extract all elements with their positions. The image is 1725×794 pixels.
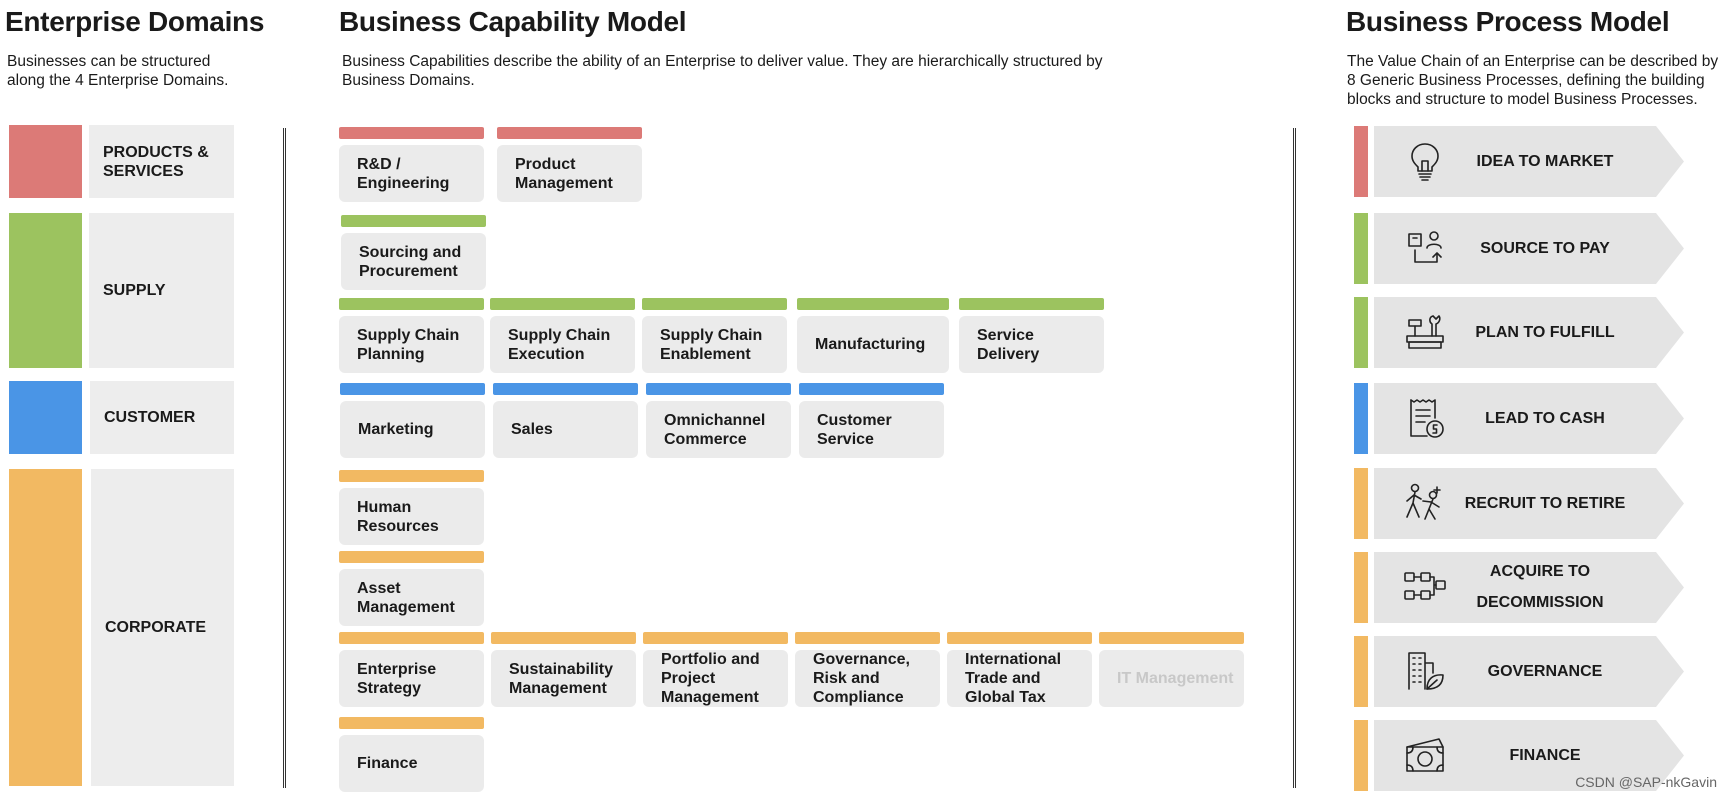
capability-model-description: Business Capabilities describe the abili… <box>342 53 1103 89</box>
capability-color-strip <box>799 383 944 395</box>
invoice-icon <box>1403 396 1447 440</box>
money-icon <box>1403 733 1447 777</box>
domain-color-supply <box>9 213 82 368</box>
capability-color-strip <box>339 632 484 644</box>
capability-card: Sales <box>493 401 638 458</box>
capability-color-strip <box>493 383 638 395</box>
enterprise-domains-title: Enterprise Domains <box>5 6 265 37</box>
capability-card: Enterprise Strategy <box>339 650 484 707</box>
process-label: FINANCE <box>1509 747 1581 764</box>
capability-card: IT Management <box>1099 650 1244 707</box>
domain-label-customer: CUSTOMER <box>90 381 234 454</box>
process-label: IDEA TO MARKET <box>1476 153 1614 170</box>
capability-card: Supply Chain Enablement <box>642 316 787 373</box>
capability-card: R&D / Engineering <box>339 145 484 202</box>
capability-color-strip <box>339 551 484 563</box>
people-icon <box>1403 481 1447 525</box>
capability-color-strip <box>959 298 1104 310</box>
process-label: SOURCE TO PAY <box>1480 240 1610 257</box>
domain-color-products <box>9 125 82 198</box>
process-model-description: The Value Chain of an Enterprise can be … <box>1347 53 1719 108</box>
capability-card: Manufacturing <box>797 316 949 373</box>
process-arrow <box>1374 297 1684 368</box>
process-label: GOVERNANCE <box>1487 663 1603 680</box>
process-arrow <box>1374 468 1684 539</box>
capability-color-strip <box>947 632 1092 644</box>
capability-card: International Trade and Global Tax <box>947 650 1092 707</box>
process-color-bar <box>1354 383 1368 454</box>
process-color-bar <box>1354 552 1368 623</box>
process-arrow <box>1374 383 1684 454</box>
capability-color-strip <box>642 298 787 310</box>
process-arrow <box>1374 552 1684 623</box>
process-model-title: Business Process Model <box>1346 6 1670 37</box>
capability-color-strip <box>497 127 642 139</box>
process-color-bar <box>1354 213 1368 284</box>
enterprise-domains-description: Businesses can be structured along the 4… <box>7 53 229 89</box>
capability-card: Service Delivery <box>959 316 1104 373</box>
process-color-bar <box>1354 636 1368 707</box>
capability-color-strip <box>795 632 940 644</box>
domain-color-corporate <box>9 469 82 786</box>
domain-label-supply: SUPPLY <box>89 213 234 368</box>
capability-card: Human Resources <box>339 488 484 545</box>
capability-color-strip <box>339 127 484 139</box>
capability-card: Supply Chain Execution <box>490 316 635 373</box>
capability-color-strip <box>646 383 791 395</box>
capability-card: Sustainability Management <box>491 650 636 707</box>
process-color-bar <box>1354 720 1368 791</box>
capability-card: Finance <box>339 735 484 792</box>
capability-color-strip <box>1099 632 1244 644</box>
capability-card: Product Management <box>497 145 642 202</box>
process-arrow <box>1374 213 1684 284</box>
capability-card: Portfolio and Project Management <box>643 650 788 707</box>
capability-color-strip <box>341 215 486 227</box>
domain-label-corporate: CORPORATE <box>91 469 234 786</box>
capability-color-strip <box>490 298 635 310</box>
capability-card: Asset Management <box>339 569 484 626</box>
left-divider <box>283 128 286 788</box>
capability-card: Governance, Risk and Compliance <box>795 650 940 707</box>
process-color-bar <box>1354 297 1368 368</box>
process-label: RECRUIT TO RETIRE <box>1464 495 1626 512</box>
capability-color-strip <box>339 717 484 729</box>
capability-color-strip <box>339 470 484 482</box>
capability-color-strip <box>797 298 949 310</box>
capability-color-strip <box>339 298 484 310</box>
watermark: CSDN @SAP-nkGavin <box>1575 774 1717 790</box>
flow-icon <box>1403 565 1447 609</box>
capability-color-strip <box>491 632 636 644</box>
capability-card: Sourcing and Procurement <box>341 233 486 290</box>
capability-card: Customer Service <box>799 401 944 458</box>
capability-card: Supply Chain Planning <box>339 316 484 373</box>
lightbulb-icon <box>1403 139 1447 183</box>
sourcing-icon <box>1403 226 1447 270</box>
capability-card: Marketing <box>340 401 485 458</box>
domain-label-products: PRODUCTS & SERVICES <box>89 125 234 198</box>
process-label: LEAD TO CASH <box>1485 410 1605 427</box>
capability-color-strip <box>340 383 485 395</box>
tools-icon <box>1403 310 1447 354</box>
capability-color-strip <box>643 632 788 644</box>
process-arrow <box>1374 720 1684 791</box>
domain-color-customer <box>9 381 82 454</box>
process-color-bar <box>1354 468 1368 539</box>
building-leaf-icon <box>1403 649 1447 693</box>
process-label: PLAN TO FULFILL <box>1475 324 1615 341</box>
capability-model-title: Business Capability Model <box>339 6 687 37</box>
capability-card: Omnichannel Commerce <box>646 401 791 458</box>
right-divider <box>1293 128 1296 788</box>
process-label: ACQUIRE TO DECOMMISSION <box>1476 563 1604 611</box>
process-color-bar <box>1354 126 1368 197</box>
